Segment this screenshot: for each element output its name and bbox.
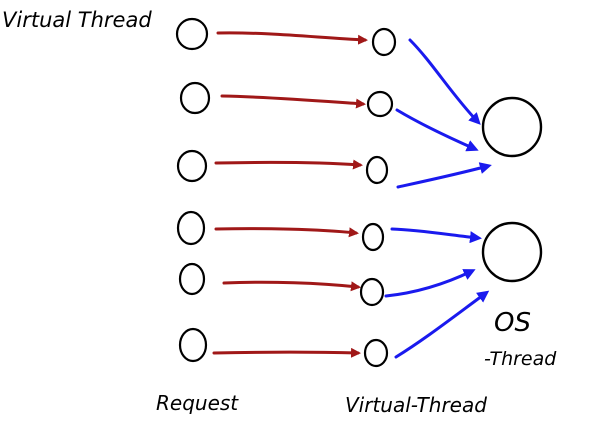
os-caption-top: OS (494, 308, 531, 338)
mapping-arrow (408, 38, 481, 125)
request-node (176, 149, 208, 183)
mapping-arrow (394, 290, 490, 359)
mapping-arrow (216, 31, 368, 45)
request-node (178, 327, 208, 363)
os-thread-node (481, 96, 543, 158)
virtual-thread-node (363, 338, 389, 368)
os-thread-node (481, 221, 543, 283)
virtual-thread-node (366, 90, 394, 118)
virtual-thread-node (371, 27, 397, 57)
mapping-arrow (222, 280, 361, 292)
virtual-thread-node (359, 277, 385, 307)
mapping-arrow (214, 159, 363, 170)
mapping-arrow (214, 227, 359, 238)
request-column (175, 17, 211, 363)
mapping-arrow (390, 227, 482, 244)
request-to-virtual-arrows (212, 31, 368, 358)
request-node (176, 210, 206, 246)
mapping-arrow (212, 347, 361, 358)
virtual-to-os-arrows (384, 38, 492, 359)
virtual-thread-node (361, 222, 385, 252)
mapping-arrow (220, 94, 366, 109)
virtual-thread-caption: Virtual-Thread (345, 393, 487, 417)
mapping-arrow (384, 269, 476, 298)
diagram-title: Virtual Thread (2, 8, 152, 32)
request-node (175, 17, 209, 51)
os-caption-bottom: -Thread (484, 348, 557, 370)
mapping-arrow (396, 162, 492, 189)
requests-caption: Request (156, 391, 239, 415)
os-thread-column (481, 96, 543, 283)
mapping-arrow (395, 108, 479, 152)
request-node (179, 81, 211, 115)
request-node (178, 262, 206, 296)
virtual-thread-node (365, 155, 389, 185)
virtual-thread-column (359, 27, 397, 368)
